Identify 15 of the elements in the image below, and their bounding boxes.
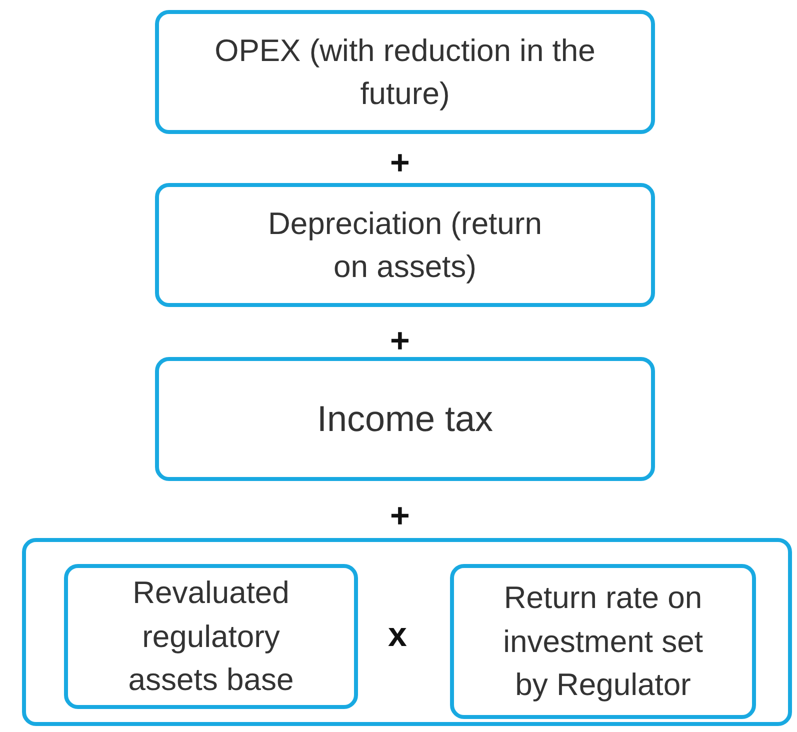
box-text: Revaluated regulatory assets base (127, 574, 295, 700)
box-text: Income tax (316, 396, 494, 441)
operator-sign: x (388, 618, 407, 652)
text-box (450, 564, 756, 719)
text-box (155, 183, 655, 307)
box-text: Depreciation (return on assets) (267, 204, 543, 286)
operator-sign: + (390, 324, 410, 358)
text-box (64, 564, 358, 709)
box-text: OPEX (with reduction in the future) (214, 32, 596, 113)
operator-sign: + (390, 146, 410, 180)
operator-sign: + (390, 499, 410, 533)
text-box (155, 10, 655, 134)
box-text: Return rate on investment set by Regulator (502, 579, 704, 704)
text-box (155, 357, 655, 481)
group-box (22, 538, 792, 726)
